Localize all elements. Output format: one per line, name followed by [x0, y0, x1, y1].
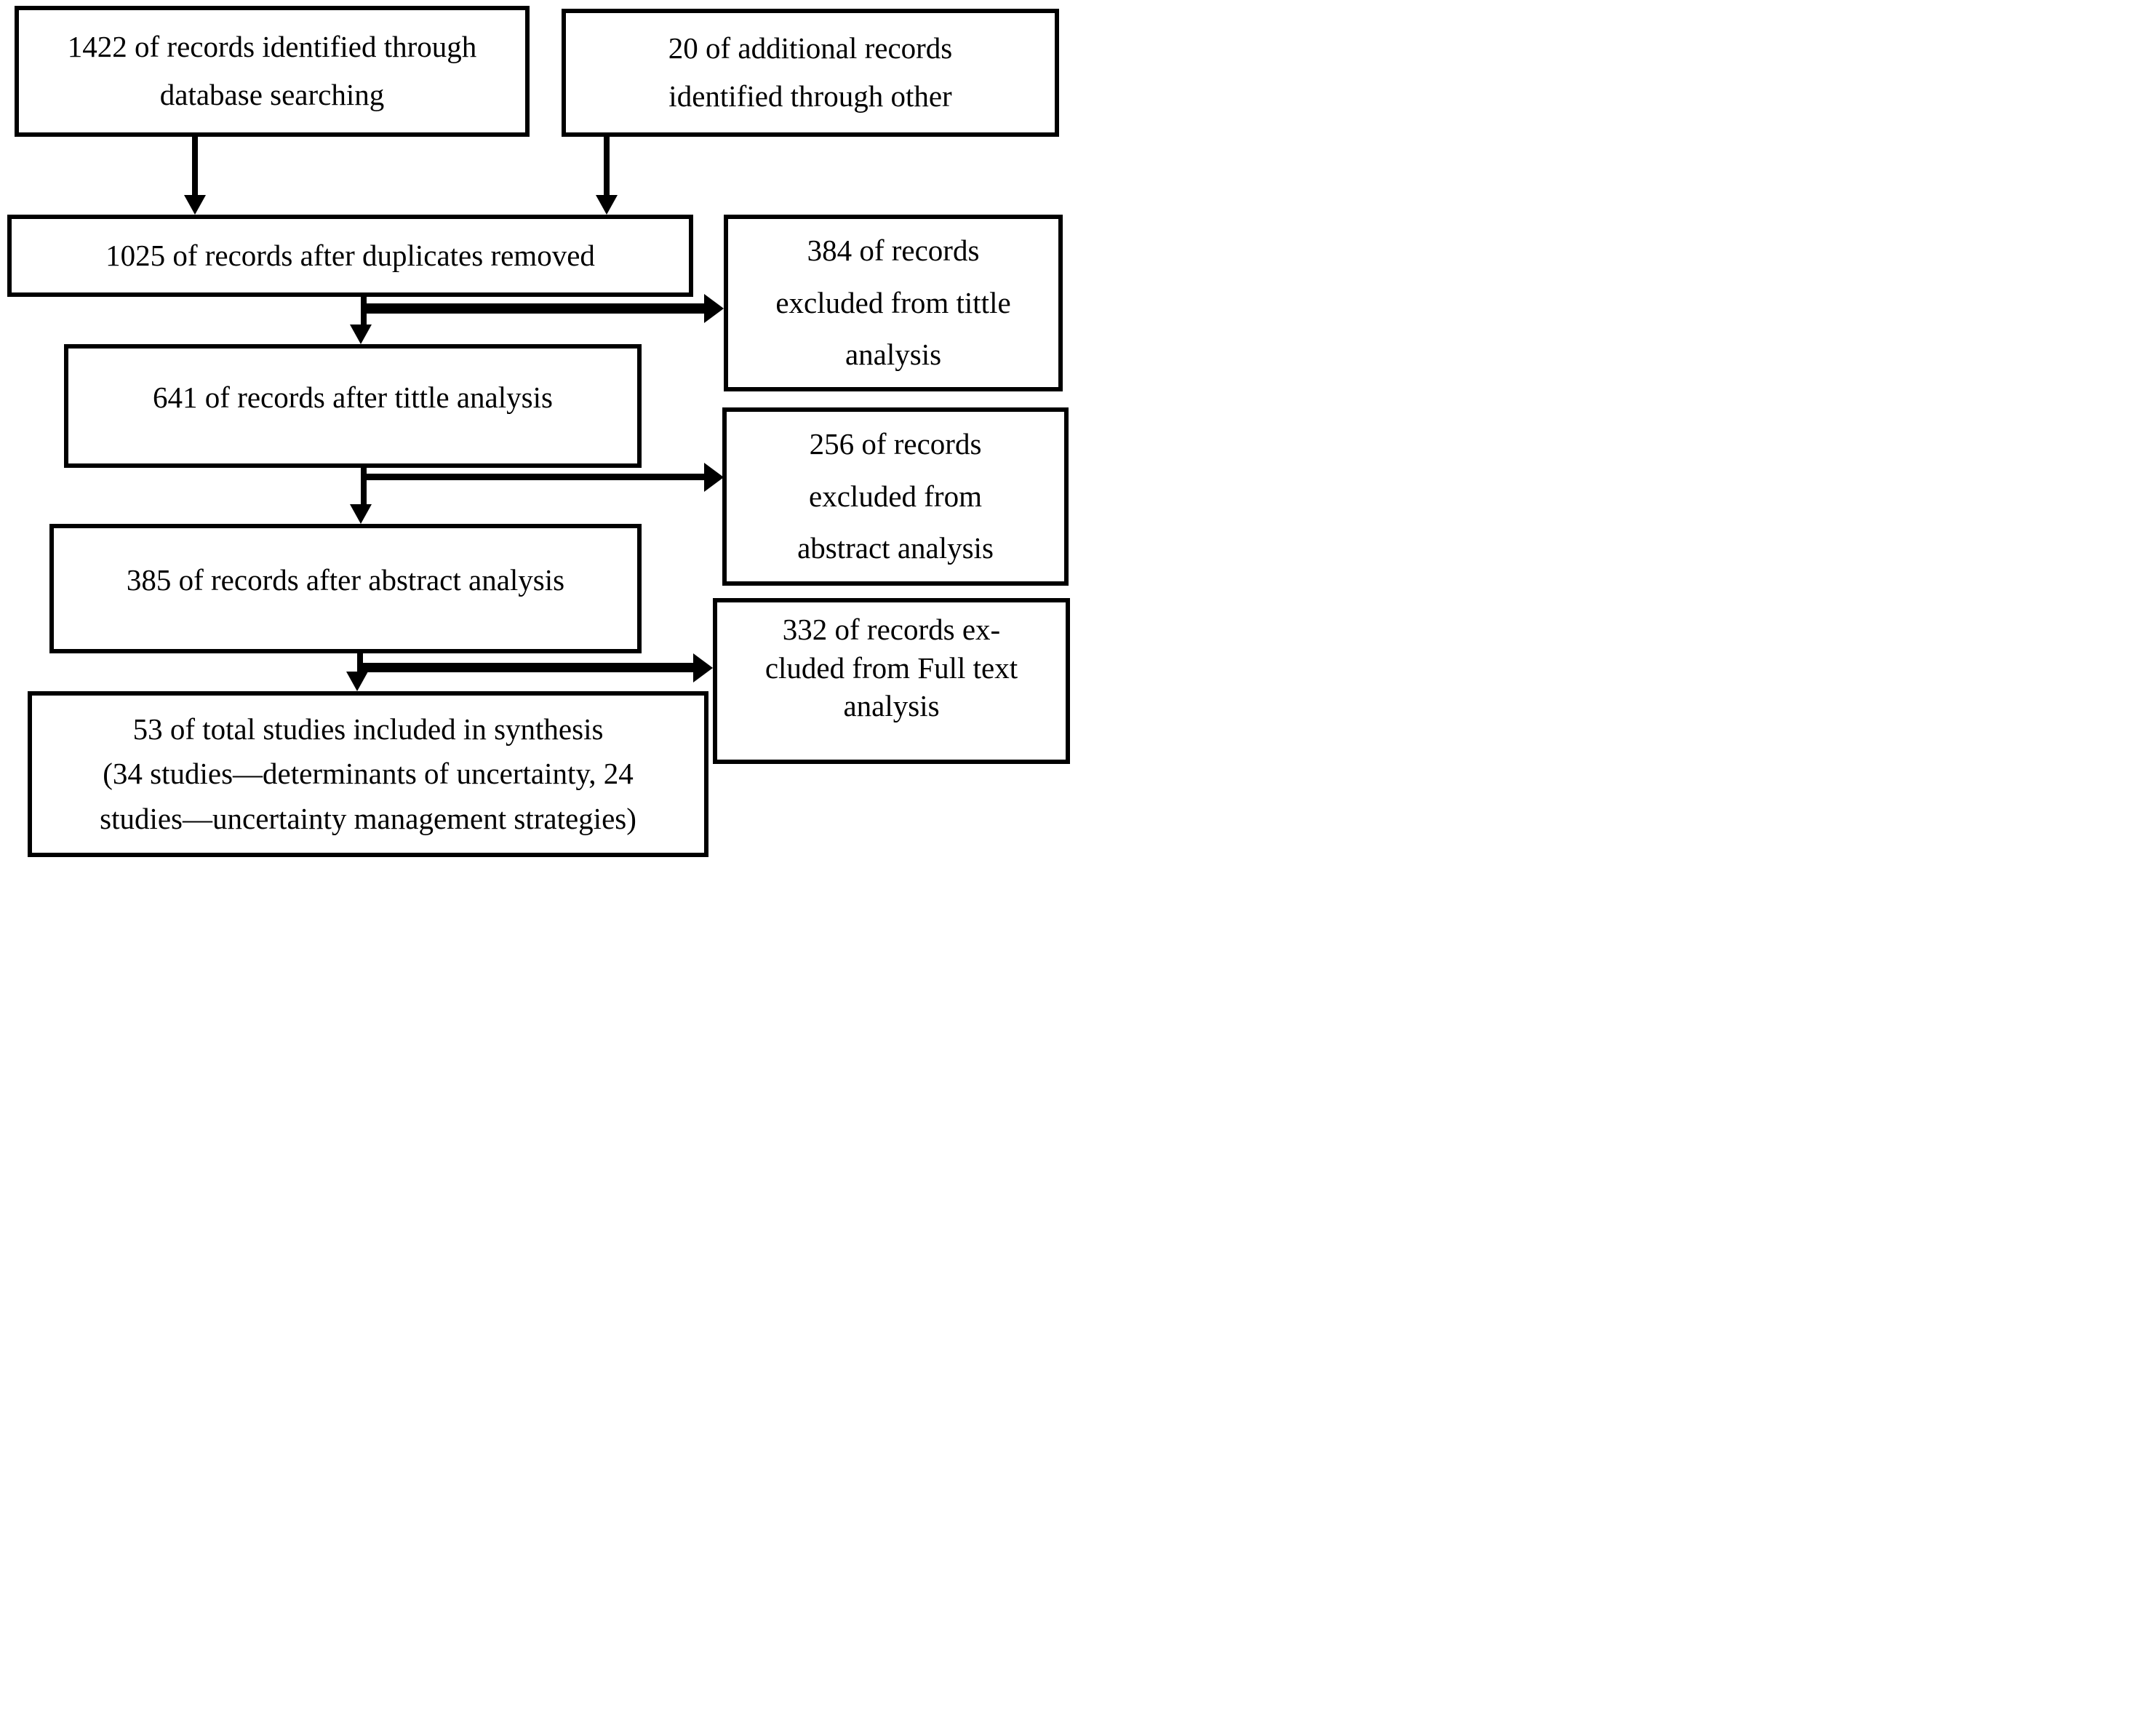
flow-box-text-line: analysis — [845, 338, 942, 372]
flow-box-text-line: excluded from tittle — [775, 285, 1011, 319]
arrow-abstract-to-synthesis-shaft — [357, 653, 363, 672]
flow-box-text-line: 384 of records — [807, 233, 980, 267]
arrow-down-icon — [596, 195, 618, 215]
arrow-right-icon — [704, 463, 724, 492]
arrow-branch-to-excluded-abstract-shaft — [364, 474, 704, 480]
flow-box-included-synthesis: 53 of total studies included in synthesi… — [28, 691, 708, 857]
flow-box-text-line: (34 studies—determinants of uncertainty,… — [103, 757, 634, 791]
flow-box-text-line: 332 of records ex- — [782, 613, 1001, 647]
arrow-right-icon — [693, 653, 713, 682]
flow-box-excluded-abstract: 256 of records excluded from abstract an… — [722, 407, 1069, 586]
flow-box-text-line: analysis — [843, 689, 940, 723]
flow-box-text-line: 20 of additional records — [668, 31, 953, 65]
arrow-branch-to-excluded-fulltext-shaft — [360, 663, 693, 672]
arrow-other-to-duplicates-shaft — [604, 137, 610, 195]
flow-box-text-line: 256 of records — [809, 426, 982, 461]
flow-box-excluded-fulltext: 332 of records ex- cluded from Full text… — [713, 598, 1070, 764]
flow-box-text-line: excluded from — [809, 479, 982, 513]
flow-box-text-line: studies—uncertainty management strategie… — [100, 801, 636, 835]
flow-box-records-identified-database: 1422 of records identified through datab… — [15, 6, 530, 137]
flow-box-text-line: database searching — [159, 78, 385, 111]
flow-box-after-abstract: 385 of records after abstract analysis — [49, 524, 642, 653]
arrow-down-icon — [350, 504, 372, 524]
arrow-down-icon — [184, 195, 206, 215]
flow-box-after-duplicates: 1025 of records after duplicates removed — [7, 215, 693, 297]
flow-box-text-line: 641 of records after tittle analysis — [153, 381, 553, 415]
flow-box-text-line: 1422 of records identified through — [67, 30, 477, 64]
arrow-database-to-duplicates-shaft — [192, 137, 198, 195]
arrow-title-to-abstract-shaft — [361, 468, 367, 504]
flow-box-text-line: 385 of records after abstract analysis — [126, 563, 565, 597]
prisma-flow-diagram: 1422 of records identified through datab… — [0, 0, 1078, 864]
flow-box-text-line: cluded from Full text — [764, 650, 1018, 685]
flow-box-excluded-title: 384 of records excluded from tittle anal… — [724, 215, 1063, 391]
arrow-down-icon — [346, 672, 368, 691]
flow-box-text-line: 53 of total studies included in synthesi… — [132, 712, 604, 746]
arrow-down-icon — [350, 325, 372, 344]
flow-box-text-line: abstract analysis — [797, 531, 994, 565]
arrow-branch-to-excluded-title-shaft — [364, 303, 706, 314]
flow-box-records-identified-other: 20 of additional records identified thro… — [562, 9, 1059, 137]
flow-box-text-line: identified through other — [668, 79, 952, 113]
arrow-right-icon — [704, 294, 724, 323]
flow-box-text-line: 1025 of records after duplicates removed — [105, 238, 595, 272]
flow-box-after-title: 641 of records after tittle analysis — [64, 344, 642, 468]
